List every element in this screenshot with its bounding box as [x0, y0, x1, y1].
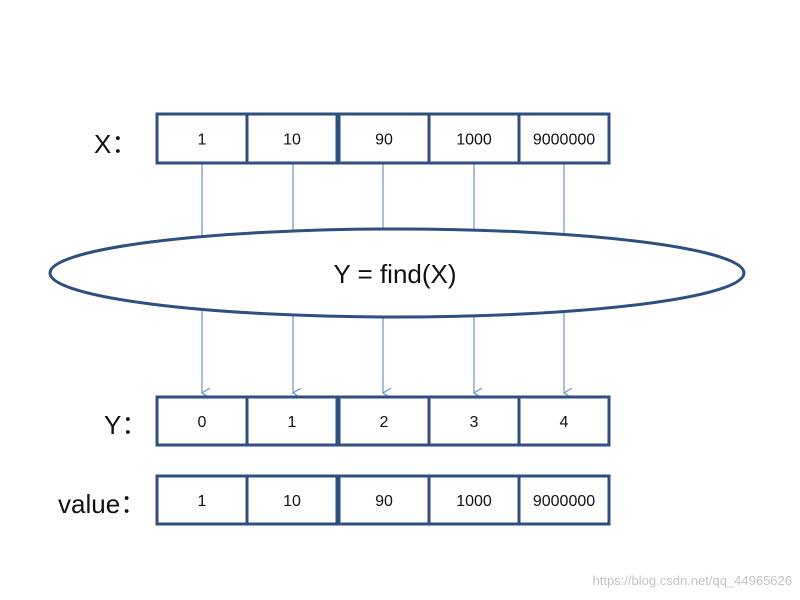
x-cell-box — [427, 112, 521, 165]
y-cell: 3 — [427, 395, 521, 447]
value-cell-value: 10 — [283, 493, 301, 510]
y-row-label: Y： — [104, 410, 148, 440]
value-cell: 9000000 — [517, 474, 611, 526]
y-cell-value: 1 — [288, 414, 297, 431]
value-cell-box — [517, 474, 611, 526]
y-cell-box — [337, 395, 431, 447]
y-row: 0 1 2 3 4 — [155, 395, 611, 447]
value-cell: 1 — [155, 474, 249, 526]
rows-layer: 1 10 90 1000 9000000 0 1 2 3 4 1 10 90 1000 9000000 — [155, 112, 611, 526]
function-label: Y = find(X) — [333, 259, 456, 289]
y-cell: 1 — [245, 395, 339, 447]
value-row-label: value： — [58, 489, 147, 519]
x-cell-box — [155, 112, 249, 165]
function-ellipse-group: Y = find(X) — [48, 227, 746, 319]
y-cell: 4 — [517, 395, 611, 447]
value-cell: 10 — [245, 474, 339, 526]
y-cell: 0 — [155, 395, 249, 447]
x-cell-value: 1000 — [456, 132, 492, 149]
y-cell-box — [427, 395, 521, 447]
y-cell-value: 3 — [470, 414, 479, 431]
value-row: 1 10 90 1000 9000000 — [155, 474, 611, 526]
x-cell-value: 9000000 — [533, 132, 595, 149]
x-cell-value: 10 — [283, 132, 301, 149]
y-cell-value: 4 — [560, 414, 569, 431]
x-cell-value: 1 — [198, 132, 207, 149]
x-cell: 9000000 — [517, 112, 611, 165]
x-cell-value: 90 — [375, 132, 393, 149]
value-cell-value: 1000 — [456, 493, 492, 510]
y-cell-box — [517, 395, 611, 447]
value-cell-value: 1 — [198, 493, 207, 510]
value-cell-box — [155, 474, 249, 526]
x-cell: 1000 — [427, 112, 521, 165]
y-cell-value: 0 — [198, 414, 207, 431]
value-cell-box — [427, 474, 521, 526]
watermark: https://blog.csdn.net/qq_44965626 — [592, 573, 793, 588]
x-cell: 10 — [245, 112, 339, 165]
value-cell-value: 9000000 — [533, 493, 595, 510]
x-cell: 90 — [337, 112, 431, 165]
x-cell: 1 — [155, 112, 249, 165]
y-cell-value: 2 — [380, 414, 389, 431]
y-cell-box — [245, 395, 339, 447]
x-cell-box — [245, 112, 339, 165]
value-cell-box — [245, 474, 339, 526]
x-cell-box — [517, 112, 611, 165]
x-row: 1 10 90 1000 9000000 — [155, 112, 611, 165]
y-cell: 2 — [337, 395, 431, 447]
x-row-label: X： — [94, 129, 138, 159]
value-cell: 1000 — [427, 474, 521, 526]
value-cell: 90 — [337, 474, 431, 526]
value-cell-value: 90 — [375, 493, 393, 510]
function-ellipse — [48, 227, 746, 319]
